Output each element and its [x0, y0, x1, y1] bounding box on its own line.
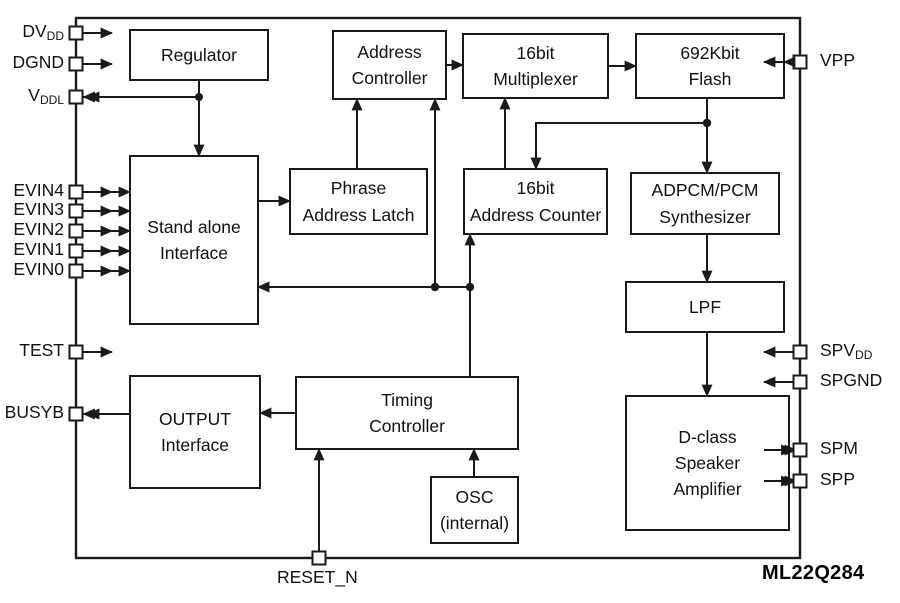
pin-label-text: EVIN4 — [13, 180, 64, 200]
pin-label-spvdd: SPVDD — [820, 340, 873, 362]
pin-square-evin1[interactable] — [68, 243, 84, 259]
block-lpf — [625, 281, 785, 333]
block-adpcm-pcm-synthesizer — [630, 172, 780, 235]
pin-square-test[interactable] — [68, 344, 84, 360]
pin-label-text: EVIN1 — [13, 239, 64, 259]
pin-label-text: SPM — [820, 438, 858, 458]
pin-label-text: SPP — [820, 469, 856, 489]
pin-label-vddl: VDDL — [0, 85, 64, 107]
pin-label-busyb: BUSYB — [0, 403, 64, 421]
pin-label-spp: SPP — [820, 470, 855, 488]
pin-label-dgnd: DGND — [0, 53, 64, 71]
pin-square-dvdd[interactable] — [68, 25, 84, 41]
pin-square-spvdd[interactable] — [792, 344, 808, 360]
chip-model-label: ML22Q284 — [762, 562, 865, 584]
pins-layer — [68, 25, 808, 566]
pin-label-text: EVIN2 — [13, 219, 64, 239]
block-flash — [635, 33, 785, 99]
junction-dot — [195, 93, 203, 101]
pin-label-text: SPV — [820, 340, 856, 360]
pin-square-dgnd[interactable] — [68, 56, 84, 72]
pin-label-text: V — [28, 85, 40, 105]
wire-flash-to-counter — [530, 122, 707, 170]
pin-label-evin0: EVIN0 — [0, 260, 64, 278]
block-d-class-speaker-amplifier — [625, 395, 790, 531]
pin-label-evin3: EVIN3 — [0, 200, 64, 218]
block-address-counter — [463, 168, 608, 235]
pin-label-text: TEST — [19, 340, 64, 360]
pin-label-test: TEST — [0, 341, 64, 359]
pin-label-subscript: DDL — [39, 93, 64, 107]
pin-square-evin3[interactable] — [68, 203, 84, 219]
pin-label-evin1: EVIN1 — [0, 240, 64, 258]
block-regulator — [129, 29, 269, 81]
pin-label-subscript: DD — [855, 348, 873, 362]
pin-label-text: EVIN3 — [13, 199, 64, 219]
blocks-layer — [129, 29, 790, 544]
pin-label-text: SPGND — [820, 370, 883, 390]
pin-square-evin2[interactable] — [68, 223, 84, 239]
block-stand-alone-interface — [129, 155, 259, 325]
block-address-controller — [332, 30, 447, 100]
chip-outer-border — [74, 16, 802, 560]
pin-square-spp[interactable] — [792, 473, 808, 489]
pin-label-subscript: DD — [46, 29, 64, 43]
pin-label-vpp: VPP — [820, 51, 855, 69]
pin-label-evin4: EVIN4 — [0, 181, 64, 199]
pin-label-dvdd: DVDD — [0, 21, 64, 43]
block-osc — [430, 476, 519, 544]
pin-square-evin0[interactable] — [68, 263, 84, 279]
pin-square-vpp[interactable] — [792, 54, 808, 70]
pin-square-reset-n[interactable] — [311, 550, 327, 566]
pin-square-vddl[interactable] — [68, 89, 84, 105]
pin-square-busyb[interactable] — [68, 406, 84, 422]
pin-label-text: DV — [22, 21, 47, 41]
pin-label-text: DGND — [12, 52, 64, 72]
block-multiplexer — [462, 33, 609, 99]
pin-label-text: EVIN0 — [13, 259, 64, 279]
block-phrase-address-latch — [289, 168, 428, 235]
pin-square-spm[interactable] — [792, 442, 808, 458]
pin-square-spgnd[interactable] — [792, 374, 808, 390]
pin-label-text: VPP — [820, 50, 856, 70]
block-timing-controller — [295, 376, 519, 450]
pin-square-evin4[interactable] — [68, 184, 84, 200]
pin-label-spm: SPM — [820, 439, 858, 457]
pin-label-spgnd: SPGND — [820, 371, 882, 389]
pin-label-reset-n: RESET_N — [277, 567, 358, 587]
pin-label-evin2: EVIN2 — [0, 220, 64, 238]
block-output-interface — [129, 375, 261, 489]
pin-label-text: BUSYB — [4, 402, 64, 422]
